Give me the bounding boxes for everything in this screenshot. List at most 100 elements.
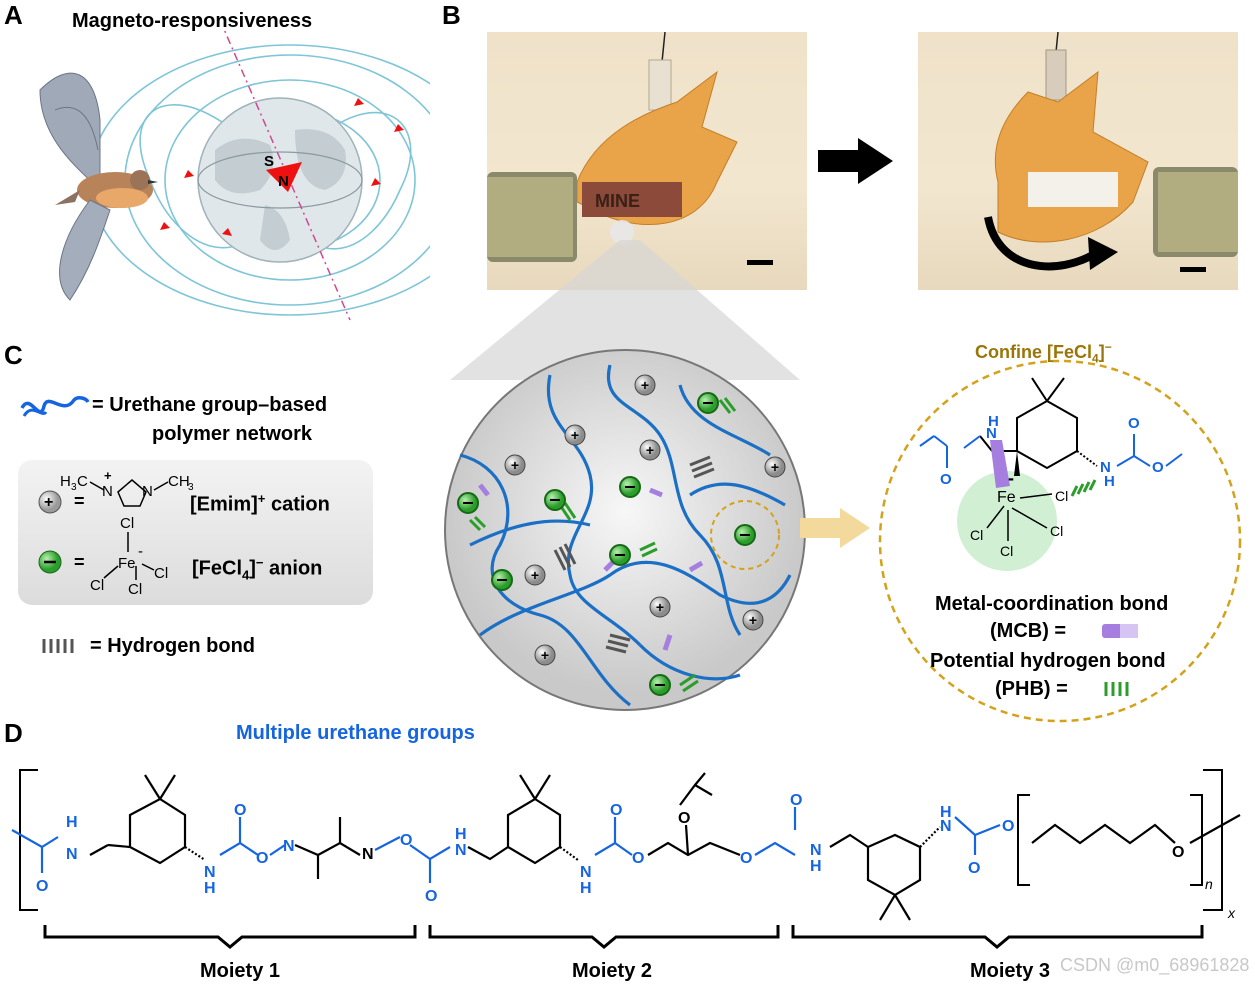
svg-text:O: O bbox=[256, 850, 268, 867]
mcb-abbr: (MCB) = bbox=[990, 620, 1067, 642]
svg-text:O: O bbox=[1002, 818, 1014, 835]
svg-text:H: H bbox=[1104, 473, 1115, 490]
svg-text:Cl: Cl bbox=[1000, 543, 1013, 559]
svg-text:N: N bbox=[66, 846, 78, 863]
svg-text:+: + bbox=[44, 494, 53, 511]
svg-text:Cl: Cl bbox=[1050, 523, 1063, 539]
svg-text:H: H bbox=[810, 858, 822, 875]
svg-text:Cl: Cl bbox=[154, 565, 168, 582]
svg-text:H: H bbox=[66, 814, 78, 831]
svg-text:H: H bbox=[204, 880, 216, 897]
svg-text:O: O bbox=[400, 832, 412, 849]
svg-text:O: O bbox=[1172, 844, 1184, 861]
svg-text:N: N bbox=[283, 838, 295, 855]
watermark: CSDN @m0_68961828 bbox=[1060, 955, 1250, 975]
mine-label: MINE bbox=[595, 191, 640, 211]
svg-text:O: O bbox=[968, 860, 980, 877]
svg-text:C: C bbox=[77, 473, 88, 490]
svg-text:+: + bbox=[646, 442, 654, 458]
svg-text:O: O bbox=[36, 878, 48, 895]
svg-text:O: O bbox=[940, 471, 952, 488]
svg-text:Cl: Cl bbox=[90, 577, 104, 594]
photo-after bbox=[918, 32, 1238, 290]
svg-text:=: = bbox=[74, 491, 85, 511]
svg-text:Cl: Cl bbox=[128, 581, 142, 598]
cation-legend: [Emim]+ cation bbox=[190, 491, 330, 516]
panel-a-title: Magneto-responsiveness bbox=[72, 10, 313, 32]
confine-title: Confine [FeCl4]− bbox=[975, 340, 1112, 366]
svg-text:3: 3 bbox=[188, 482, 194, 493]
mcb-title: Metal-coordination bond bbox=[935, 593, 1169, 615]
compass-n-label: N bbox=[278, 173, 289, 190]
x-subscript: x bbox=[1227, 905, 1236, 921]
svg-text:Cl: Cl bbox=[970, 527, 983, 543]
moiety-3-label: Moiety 3 bbox=[970, 960, 1051, 982]
svg-text:H: H bbox=[988, 413, 999, 430]
svg-text:N: N bbox=[102, 483, 113, 500]
phb-swatch bbox=[1104, 682, 1129, 696]
svg-text:N: N bbox=[1100, 459, 1111, 476]
svg-text:+: + bbox=[641, 377, 649, 393]
svg-text:O: O bbox=[790, 792, 802, 809]
svg-text:+: + bbox=[531, 567, 539, 583]
hydrogen-bond-legend: = Hydrogen bond bbox=[90, 635, 255, 657]
svg-text:O: O bbox=[425, 888, 437, 905]
svg-text:+: + bbox=[749, 612, 757, 628]
svg-text:Fe: Fe bbox=[997, 489, 1016, 506]
svg-text:N: N bbox=[455, 842, 467, 859]
svg-text:3: 3 bbox=[71, 482, 77, 493]
svg-text:Fe: Fe bbox=[118, 555, 136, 572]
urethane-groups-header: Multiple urethane groups bbox=[236, 722, 475, 744]
svg-text:H: H bbox=[455, 826, 467, 843]
moiety-2-label: Moiety 2 bbox=[572, 960, 653, 982]
phb-title: Potential hydrogen bond bbox=[930, 650, 1166, 672]
right-arrow-icon bbox=[818, 138, 893, 184]
hydrogen-bond-icon bbox=[42, 639, 74, 653]
n-subscript: n bbox=[1205, 876, 1213, 892]
network-legend-line2: polymer network bbox=[152, 423, 313, 445]
svg-text:O: O bbox=[678, 810, 690, 827]
svg-text:N: N bbox=[362, 846, 374, 863]
svg-text:O: O bbox=[1128, 415, 1140, 432]
svg-text:CH: CH bbox=[168, 473, 190, 490]
svg-text:N: N bbox=[986, 425, 997, 442]
compass-s-label: S bbox=[264, 153, 274, 170]
panel-label-b: B bbox=[442, 0, 461, 30]
phb-abbr: (PHB) = bbox=[995, 678, 1068, 700]
moiety-1-label: Moiety 1 bbox=[200, 960, 281, 982]
blue-squiggle-icon bbox=[20, 396, 90, 417]
panel-label-d: D bbox=[4, 718, 23, 748]
svg-text:O: O bbox=[234, 802, 246, 819]
confine-zoom-diagram: N H O N H O O Fe - Cl Cl Cl Cl bbox=[878, 359, 1242, 723]
svg-text:-: - bbox=[138, 543, 143, 560]
svg-text:N: N bbox=[580, 864, 592, 881]
bird-icon bbox=[39, 72, 158, 301]
svg-text:Cl: Cl bbox=[120, 515, 134, 532]
svg-text:H: H bbox=[940, 804, 952, 821]
svg-text:O: O bbox=[740, 850, 752, 867]
panel-label-a: A bbox=[4, 0, 23, 30]
polymer-network-diagram: + + + + + + + + + bbox=[444, 349, 806, 711]
network-legend-line1: = Urethane group–based bbox=[92, 394, 328, 416]
svg-text:+: + bbox=[771, 459, 779, 475]
svg-text:N: N bbox=[940, 818, 952, 835]
magnetic-earth-illustration: S N bbox=[39, 30, 430, 321]
zoom-cone bbox=[450, 240, 800, 380]
svg-text:O: O bbox=[1152, 459, 1164, 476]
svg-text:O: O bbox=[610, 802, 622, 819]
svg-text:O: O bbox=[632, 850, 644, 867]
svg-text:N: N bbox=[810, 842, 822, 859]
anion-legend: [FeCl4]− anion bbox=[192, 555, 323, 583]
svg-text:+: + bbox=[511, 457, 519, 473]
svg-text:Cl: Cl bbox=[1055, 488, 1068, 504]
ion-legend-box bbox=[18, 460, 373, 605]
panel-label-c: C bbox=[4, 340, 23, 370]
svg-text:H: H bbox=[60, 473, 71, 490]
svg-text:N: N bbox=[204, 864, 216, 881]
svg-text:H: H bbox=[580, 880, 592, 897]
svg-text:+: + bbox=[104, 468, 112, 483]
zoom-arrow-icon bbox=[800, 508, 870, 548]
svg-text:+: + bbox=[656, 599, 664, 615]
svg-text:-: - bbox=[1008, 468, 1014, 488]
